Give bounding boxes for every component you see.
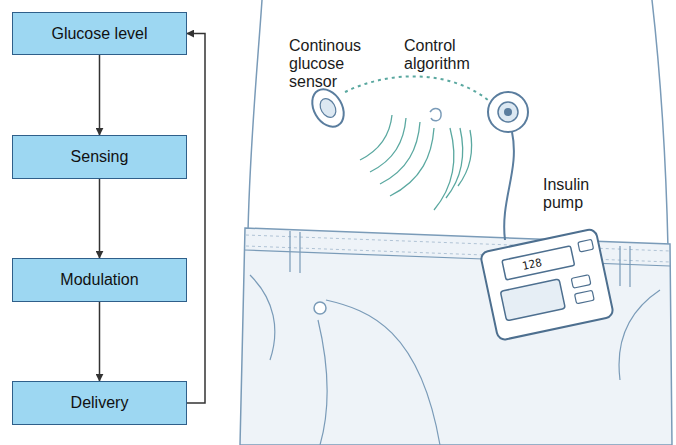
flow-arrow xyxy=(99,302,101,381)
fly xyxy=(318,300,440,445)
process-box: Modulation xyxy=(12,258,187,302)
torso-outline xyxy=(248,0,668,248)
process-box: Sensing xyxy=(12,135,187,179)
box-label: Delivery xyxy=(63,390,137,416)
flow-arrow xyxy=(99,179,101,258)
callout-label: Insulin pump xyxy=(543,176,613,212)
radio-waves xyxy=(360,115,472,210)
jeans xyxy=(240,228,672,445)
infusion-site xyxy=(488,92,528,132)
wireless-arc xyxy=(345,76,488,100)
tubing xyxy=(504,132,514,240)
process-box: Delivery xyxy=(12,381,187,425)
callout-label: Continous glucose sensor xyxy=(289,37,377,91)
callout-label: Control algorithm xyxy=(404,37,494,73)
waistband xyxy=(244,250,670,266)
jeans-button xyxy=(314,302,326,314)
box-label: Sensing xyxy=(63,144,137,170)
flow-arrow xyxy=(99,55,101,135)
waistband-stitch xyxy=(246,235,670,262)
insulin-pump xyxy=(480,228,614,341)
glucose-sensor xyxy=(306,84,350,133)
flow-arrow xyxy=(187,34,205,404)
navel xyxy=(430,109,441,121)
process-box: Glucose level xyxy=(12,12,187,55)
box-label: Glucose level xyxy=(43,21,155,47)
box-label: Modulation xyxy=(52,267,146,293)
